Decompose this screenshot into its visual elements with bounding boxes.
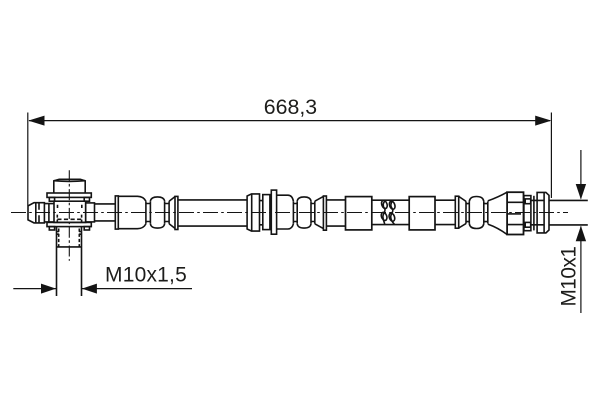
svg-text:M10x1: M10x1 bbox=[558, 247, 581, 307]
svg-text:668,3: 668,3 bbox=[264, 95, 317, 119]
svg-text:M10x1,5: M10x1,5 bbox=[105, 264, 187, 287]
